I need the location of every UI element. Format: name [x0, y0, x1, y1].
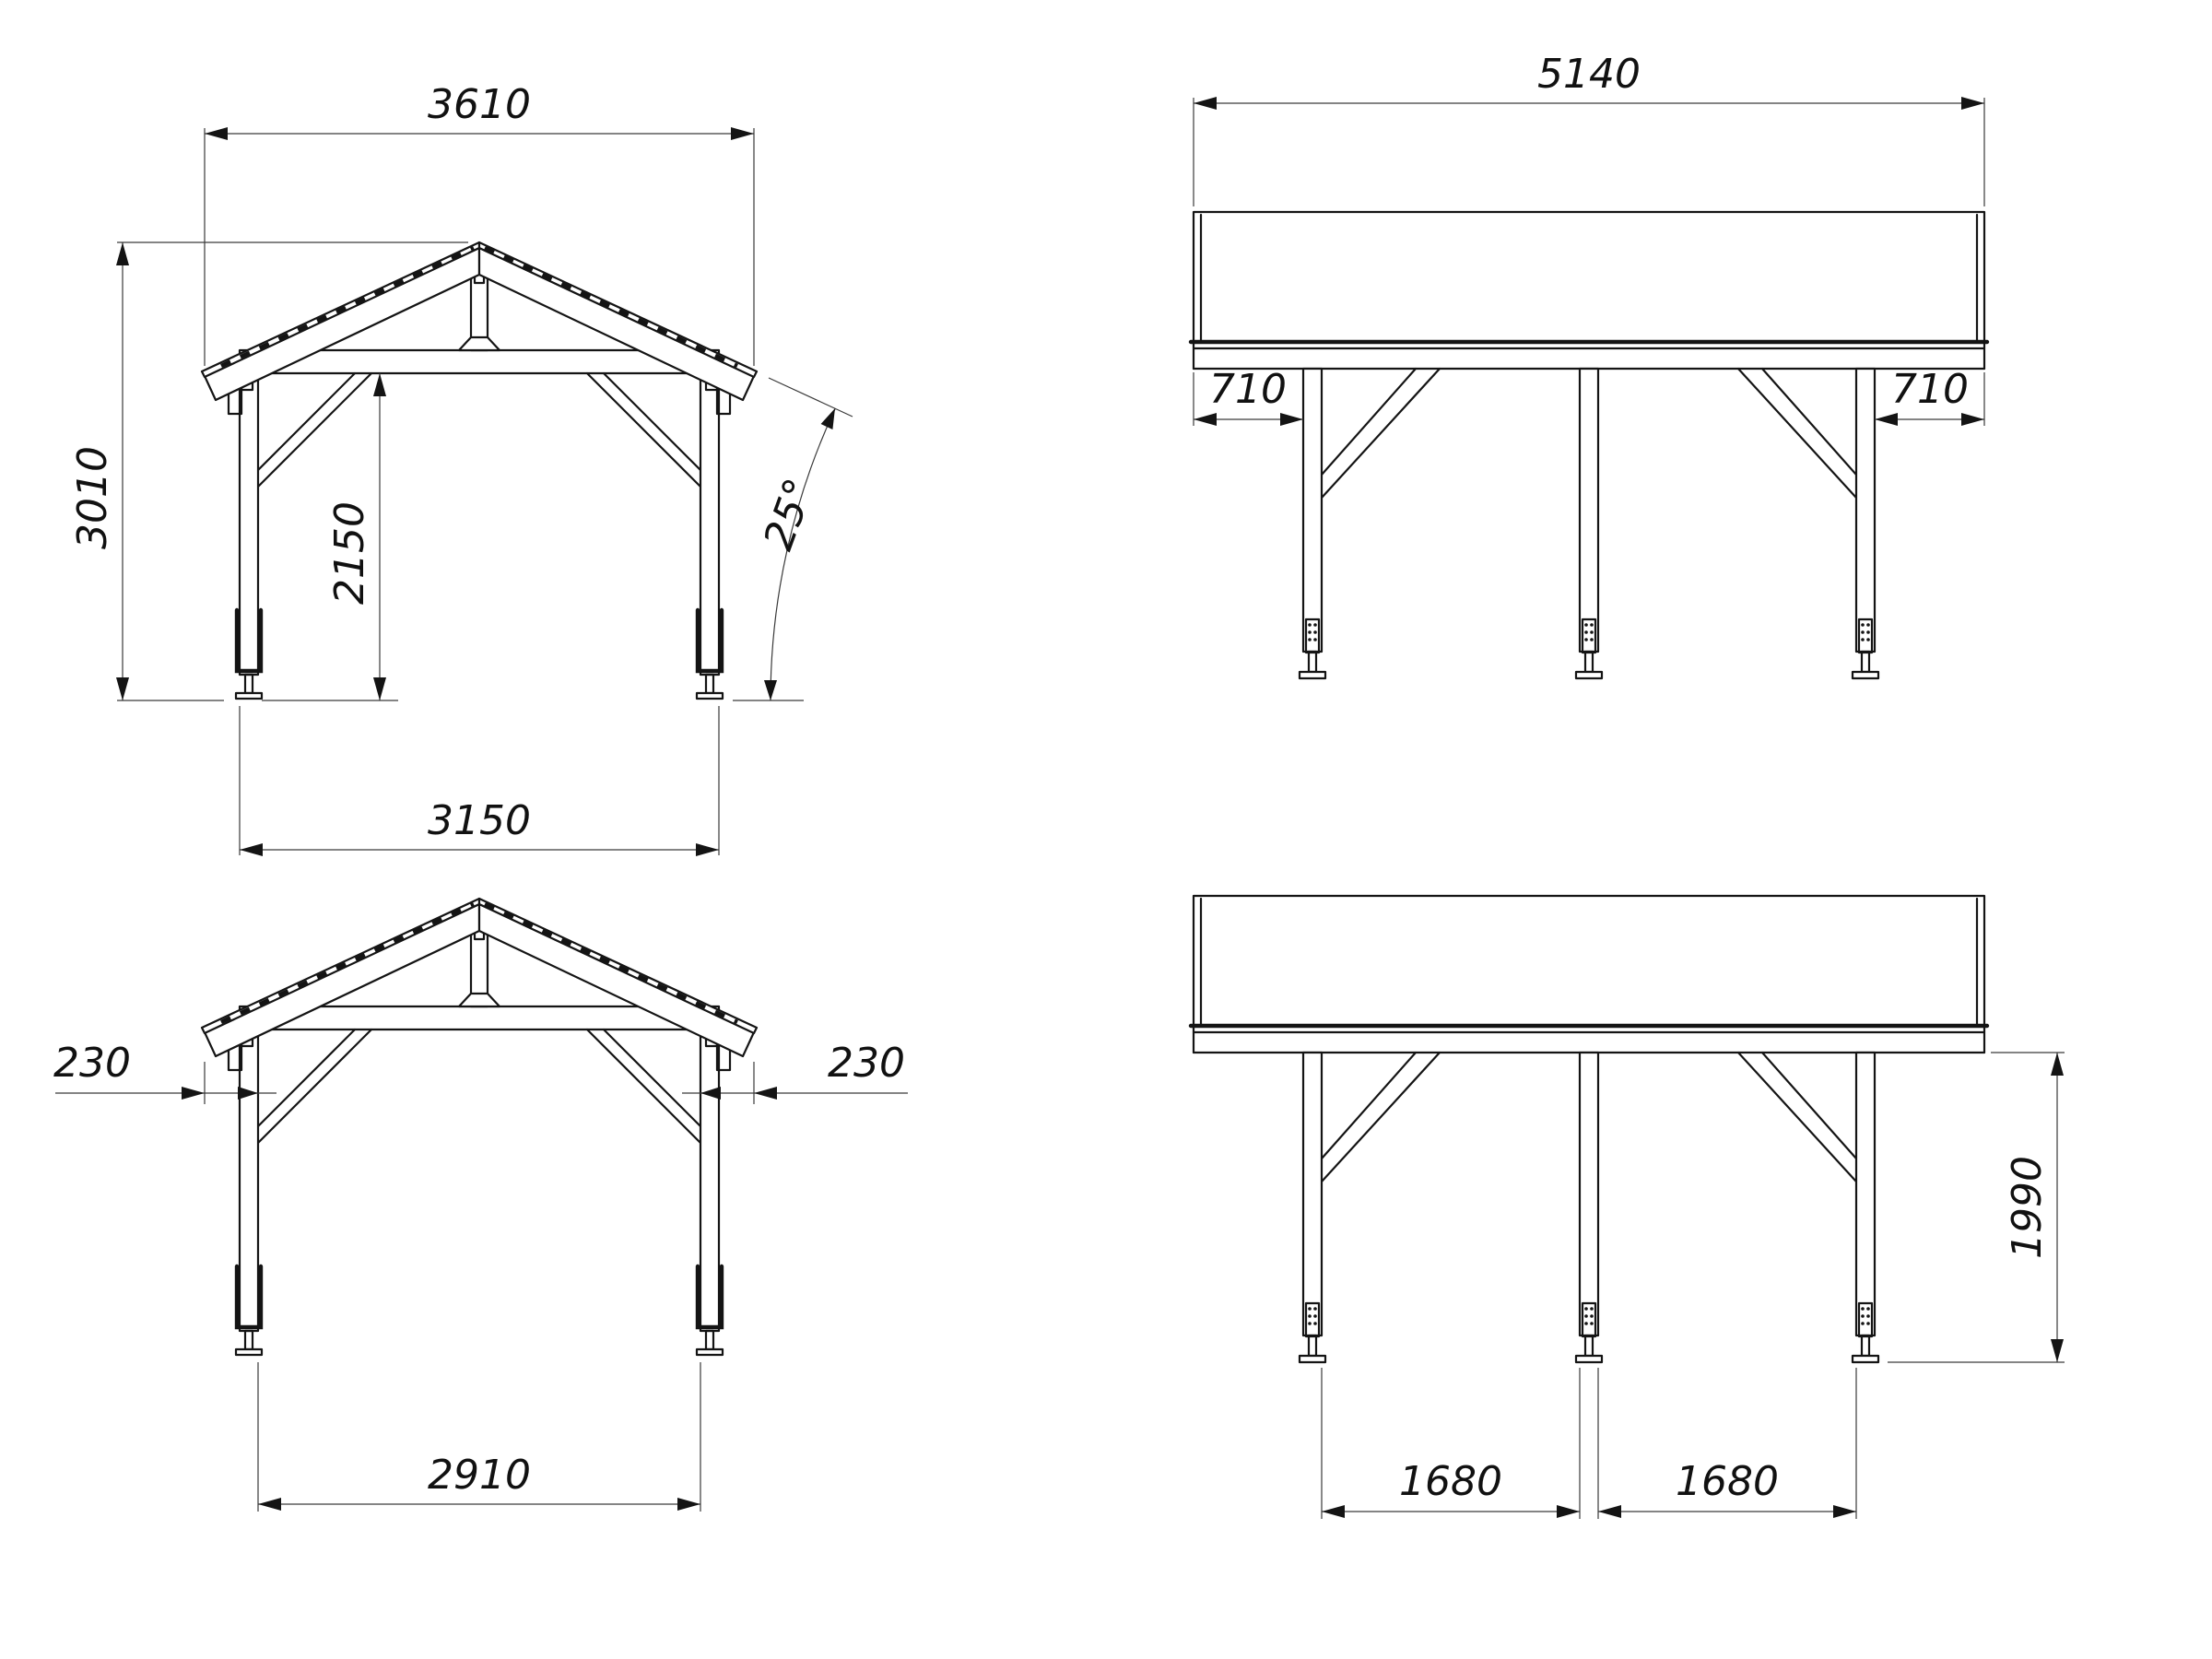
- dim-label-overhang-front: 710: [1209, 366, 1287, 413]
- dim-label-clearance-height: 2150: [326, 501, 373, 605]
- roof-side-panel-2: [1188, 894, 1990, 1054]
- dim-post-gap-rear: 1680: [1597, 1368, 1857, 1519]
- post-foot-left-2: [234, 1264, 264, 1357]
- side-braces: [1320, 367, 1858, 500]
- side-post-middle: [1574, 367, 1604, 680]
- side-post-middle-2: [1574, 1051, 1604, 1364]
- dim-label-post-gap-front: 1680: [1399, 1458, 1502, 1505]
- purlin-sections: [227, 375, 732, 416]
- side-braces-2: [1320, 1051, 1858, 1183]
- dim-label-overall-height: 3010: [69, 446, 116, 549]
- dim-post-span-inner: 2910: [257, 1362, 701, 1512]
- dim-roof-pitch: 25°: [733, 377, 853, 701]
- dim-label-eave-overhang-right: 230: [828, 1040, 905, 1087]
- side-post-right-2: [1851, 1051, 1880, 1364]
- post-right: [699, 371, 721, 677]
- dim-post-span-outer: 3150: [239, 706, 720, 856]
- side-post-right: [1851, 367, 1880, 680]
- post-left: [238, 371, 260, 677]
- dim-label-roof-width: 3610: [428, 81, 531, 128]
- dim-label-post-height: 1990: [2004, 1156, 2051, 1259]
- rafters-2: [200, 897, 759, 1058]
- dim-post-gap-front: 1680: [1321, 1368, 1581, 1519]
- purlin-sections-2: [227, 1031, 732, 1072]
- view-front-overhangs: 230 230 2910: [53, 897, 908, 1512]
- dim-overhang-front: 710: [1193, 366, 1303, 426]
- dim-post-height: 1990: [1888, 1052, 2065, 1363]
- dim-eave-overhang-left: 230: [53, 1040, 276, 1104]
- dim-label-roof-pitch: 25°: [755, 473, 824, 557]
- post-foot-right: [695, 607, 724, 700]
- dim-roof-length: 5140: [1193, 51, 1985, 206]
- dim-clearance-height: 2150: [262, 373, 398, 701]
- dim-label-roof-length: 5140: [1537, 51, 1641, 98]
- dim-overhang-rear: 710: [1875, 366, 1985, 426]
- view-side-overall: 5140 710 710: [1188, 51, 1990, 680]
- roof-side-panel: [1188, 210, 1990, 371]
- dim-label-post-span-outer: 3150: [428, 797, 531, 844]
- dim-eave-overhang-right: 230: [682, 1040, 908, 1104]
- side-post-left-2: [1298, 1051, 1327, 1364]
- post-foot-right-2: [695, 1264, 724, 1357]
- knee-braces-2: [256, 1028, 702, 1145]
- post-right-2: [699, 1028, 721, 1333]
- rafters: [200, 241, 759, 402]
- post-foot-left: [234, 607, 264, 700]
- dim-label-overhang-rear: 710: [1891, 366, 1969, 413]
- view-side-spacing: 1990 1680 1680: [1188, 894, 2065, 1519]
- post-left-2: [238, 1028, 260, 1333]
- view-front-overall: 3610 3010 2150 3150: [69, 81, 853, 856]
- dim-label-post-span-inner: 2910: [428, 1452, 531, 1499]
- dim-label-post-gap-rear: 1680: [1676, 1458, 1779, 1505]
- knee-braces: [256, 371, 702, 488]
- tie-beam-2: [238, 1005, 721, 1031]
- dim-label-eave-overhang-left: 230: [53, 1040, 131, 1087]
- dim-roof-width: 3610: [204, 81, 755, 366]
- dim-overall-height: 3010: [69, 241, 468, 701]
- side-post-left: [1298, 367, 1327, 680]
